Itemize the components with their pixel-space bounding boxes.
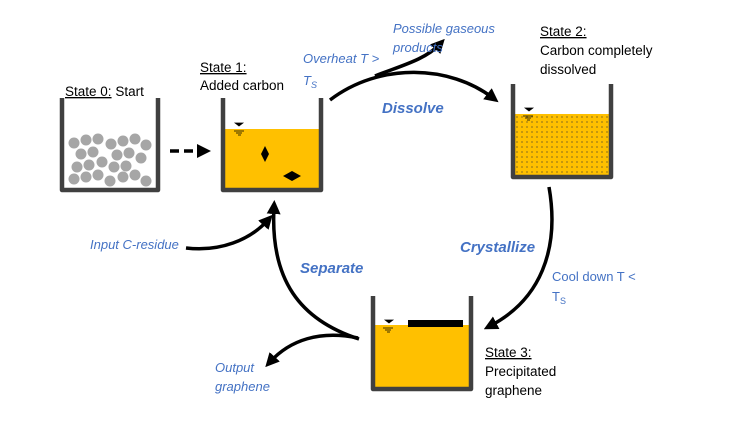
carbon-diamond [261, 146, 269, 162]
particle [80, 171, 92, 183]
particle [140, 175, 152, 187]
particle [117, 135, 129, 147]
svg-text:TS: TS [303, 73, 317, 90]
particle [92, 169, 104, 181]
state0-desc: Start [115, 84, 144, 99]
overheat-t: T [303, 73, 312, 88]
state2-desc-2: dissolved [540, 62, 596, 77]
state0-title: State 0: [65, 84, 112, 99]
particle [108, 161, 120, 173]
separate-arrow [266, 200, 360, 341]
cooldown-t: T [552, 289, 560, 304]
particle [105, 138, 117, 150]
state1-desc: Added carbon [200, 78, 284, 93]
dissolve-arrow [328, 70, 499, 103]
state3-beaker [370, 296, 474, 392]
overheat-sub: S [311, 80, 317, 90]
state0-beaker [59, 98, 161, 193]
carbon-diamond [283, 171, 301, 181]
output-label-2: graphene [215, 379, 270, 394]
overheat-label: Overheat T > [303, 51, 380, 66]
cooldown-sub: S [560, 296, 566, 306]
particle [68, 173, 80, 185]
particle [140, 139, 152, 151]
gaseous-arrow [374, 38, 445, 78]
input-arrow [185, 214, 273, 251]
state3-desc-2: graphene [485, 383, 542, 398]
crystallize-arrow [483, 186, 554, 330]
particle [123, 147, 135, 159]
particle [75, 148, 87, 160]
particle [68, 137, 80, 149]
state3-title: State 3: [485, 345, 532, 360]
particle [117, 171, 129, 183]
output-label-1: Output [215, 360, 255, 375]
particle [87, 146, 99, 158]
state3-desc-1: Precipitated [485, 364, 556, 379]
particle [96, 156, 108, 168]
cooldown-label: Cool down T < [552, 269, 636, 284]
state2-beaker [510, 84, 614, 180]
crystallize-label: Crystallize [460, 239, 535, 256]
svg-text:State 0: Start: State 0: Start [65, 84, 144, 99]
state1-title: State 1: [200, 60, 247, 75]
state2-desc-1: Carbon completely [540, 43, 653, 58]
particle [83, 159, 95, 171]
particle [92, 133, 104, 145]
particle [111, 149, 123, 161]
particle [80, 134, 92, 146]
particle [129, 169, 141, 181]
state1-beaker [220, 98, 324, 193]
graphene-layer [408, 320, 463, 327]
particle [104, 175, 116, 187]
particles [68, 133, 152, 187]
particle [71, 161, 83, 173]
separate-label: Separate [300, 260, 363, 277]
particle [120, 160, 132, 172]
gaseous-label-1: Possible gaseous [393, 21, 495, 36]
particle [135, 152, 147, 164]
particle [129, 133, 141, 145]
gaseous-label-2: products [392, 40, 443, 55]
state2-title: State 2: [540, 24, 587, 39]
output-arrow [265, 333, 359, 368]
input-label: Input C-residue [90, 237, 179, 252]
svg-text:TS: TS [552, 289, 566, 306]
dissolve-label: Dissolve [382, 100, 444, 117]
